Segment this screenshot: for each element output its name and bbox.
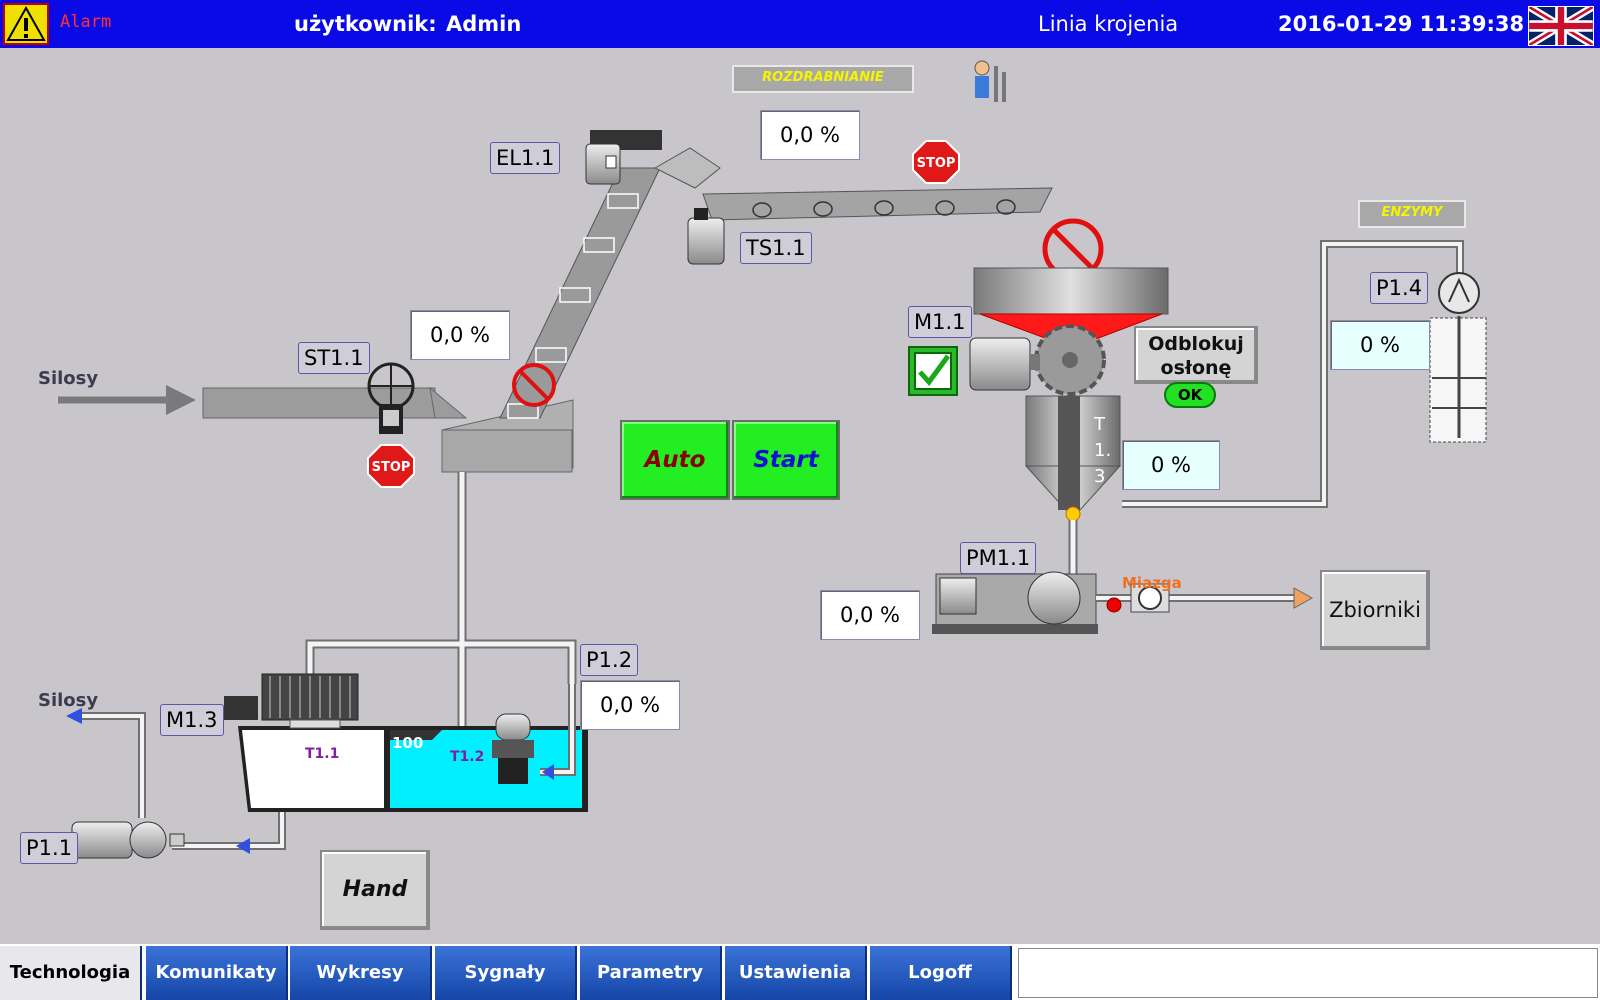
tank-level-mark: 100 xyxy=(392,734,424,752)
st11-valve-icon[interactable] xyxy=(367,362,415,434)
datetime: 2016-01-29 11:39:38 xyxy=(1278,12,1525,36)
st11-value[interactable]: 0,0 % xyxy=(410,310,510,360)
t13-tank xyxy=(1024,395,1122,522)
tab-wykresy[interactable]: Wykresy xyxy=(290,946,432,1000)
tag-m11[interactable]: M1.1 xyxy=(908,306,972,338)
mill-hopper xyxy=(973,267,1169,396)
user-name: Admin xyxy=(446,12,522,36)
bottom-navigation: Technologia Komunikaty Wykresy Sygnały P… xyxy=(0,944,1600,1000)
p11-pump-icon[interactable] xyxy=(71,821,185,859)
p12-value[interactable]: 0,0 % xyxy=(580,680,680,730)
stop-icon[interactable]: STOP xyxy=(367,444,415,488)
p14-value[interactable]: 0 % xyxy=(1330,320,1430,370)
t13-value[interactable]: 0 % xyxy=(1122,440,1220,490)
m13-cooler-icon[interactable] xyxy=(224,673,359,729)
tag-p12[interactable]: P1.2 xyxy=(580,644,639,676)
tag-ts11[interactable]: TS1.1 xyxy=(740,232,812,264)
status-area xyxy=(1018,948,1598,998)
tab-sygnaly[interactable]: Sygnały xyxy=(435,946,577,1000)
belt-conveyor xyxy=(702,187,1053,221)
rozdrabnianie-value[interactable]: 0,0 % xyxy=(760,110,860,160)
stop-icon[interactable]: STOP xyxy=(912,140,960,184)
tank-t11-label: T1.1 xyxy=(305,746,340,762)
p14-pump-icon[interactable] xyxy=(1438,272,1480,314)
m11-motor-icon[interactable] xyxy=(969,337,1040,391)
tag-st11[interactable]: ST1.1 xyxy=(298,342,370,374)
line-name: Linia krojenia xyxy=(1038,12,1179,36)
silosy-output-label: Silosy xyxy=(38,690,99,711)
svg-text:STOP: STOP xyxy=(372,460,411,475)
enzyme-dosing-tank xyxy=(1429,316,1487,443)
tag-el11[interactable]: EL1.1 xyxy=(490,142,561,174)
process-diagram xyxy=(58,60,1487,859)
tag-p11[interactable]: P1.1 xyxy=(20,832,79,864)
silosy-out-arrow-icon xyxy=(66,708,82,724)
checkmark-icon xyxy=(914,352,952,390)
uk-flag-icon[interactable] xyxy=(1528,6,1594,46)
zbiorniki-button[interactable]: Zbiorniki xyxy=(1320,570,1430,650)
tag-p14[interactable]: P1.4 xyxy=(1370,272,1429,304)
pm11-pump-icon[interactable] xyxy=(932,571,1098,634)
t13-vertical-label: T 1. 3 xyxy=(1094,414,1112,487)
tab-parametry[interactable]: Parametry xyxy=(580,946,722,1000)
tank-t12-label: T1.2 xyxy=(450,749,485,765)
pm11-value[interactable]: 0,0 % xyxy=(820,590,920,640)
disabled-icon xyxy=(512,363,556,407)
ts11-motor-icon[interactable] xyxy=(687,208,725,265)
enzyme-pipe xyxy=(1122,240,1464,508)
header-bar: Alarm użytkownik: Admin Linia krojenia 2… xyxy=(0,0,1600,48)
alarm-warning-icon[interactable] xyxy=(3,3,49,45)
m11-checkbox[interactable] xyxy=(908,346,958,396)
miazga-label: Miazga xyxy=(1122,574,1182,592)
silosy-input-arrow-icon xyxy=(58,385,196,415)
el11-motor-icon[interactable] xyxy=(585,130,662,185)
section-rozdrabnianie-label: ROZDRABNIANIE xyxy=(732,65,914,93)
start-button[interactable]: Start xyxy=(732,420,840,500)
hand-button[interactable]: Hand xyxy=(320,850,430,930)
bucket-elevator xyxy=(499,147,721,419)
tab-technologia[interactable]: Technologia xyxy=(0,946,142,1000)
p12-pump-icon[interactable] xyxy=(492,684,576,784)
silosy-input-label: Silosy xyxy=(38,368,99,389)
service-worker-icon[interactable] xyxy=(974,60,1006,102)
tag-pm11[interactable]: PM1.1 xyxy=(960,542,1037,574)
section-enzymy-label: ENZYMY xyxy=(1358,200,1466,228)
tag-m13[interactable]: M1.3 xyxy=(160,704,224,736)
tab-komunikaty[interactable]: Komunikaty xyxy=(146,946,288,1000)
svg-text:STOP: STOP xyxy=(917,156,956,171)
ok-status-badge: OK xyxy=(1164,382,1216,408)
alarm-label[interactable]: Alarm xyxy=(60,12,112,32)
tab-ustawienia[interactable]: Ustawienia xyxy=(725,946,867,1000)
tab-logoff[interactable]: Logoff xyxy=(870,946,1012,1000)
miazga-pipe xyxy=(1096,583,1314,613)
auto-button[interactable]: Auto xyxy=(620,420,730,500)
user-caption: użytkownik: xyxy=(294,12,437,36)
odblokuj-oslone-button[interactable]: Odblokuj osłonę xyxy=(1134,326,1258,384)
